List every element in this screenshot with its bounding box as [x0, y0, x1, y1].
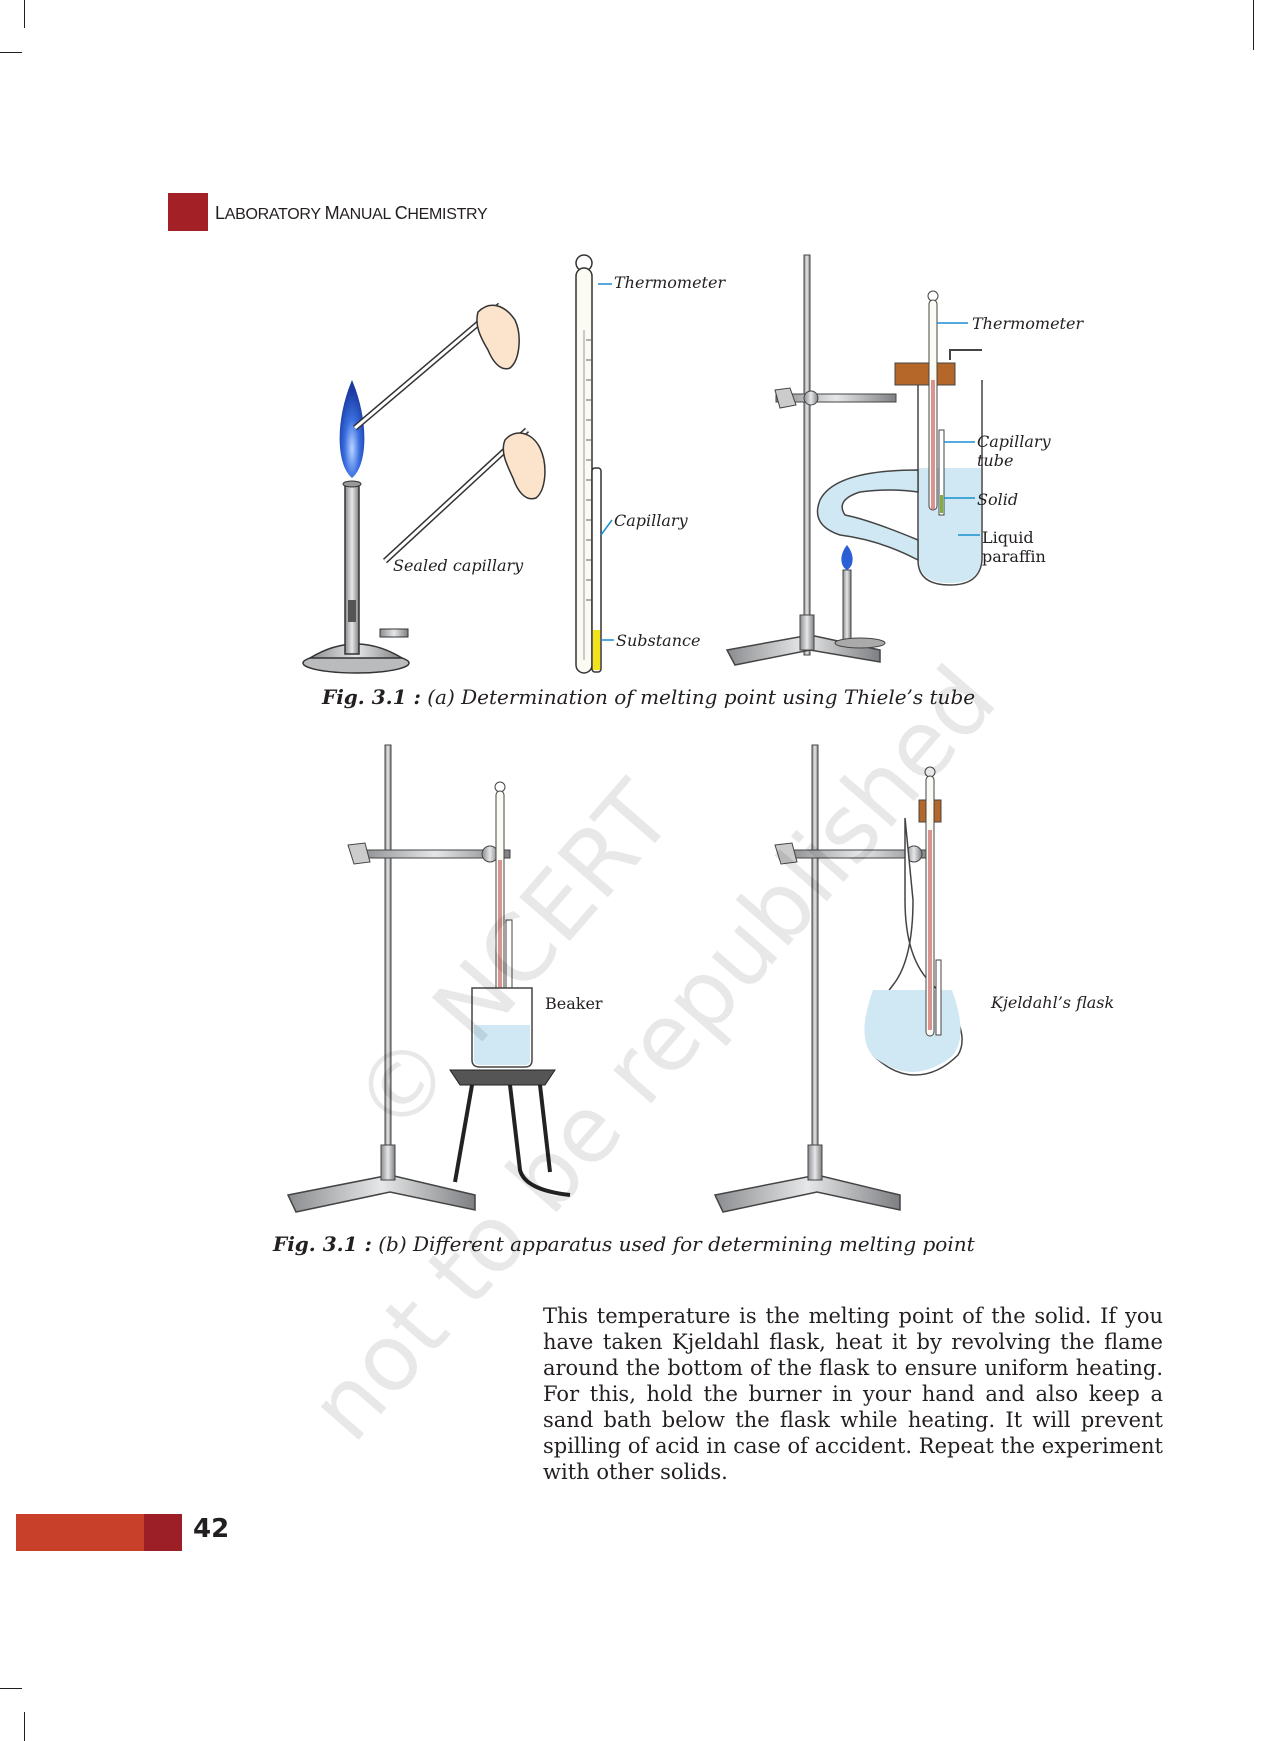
label-kjeldahl-flask: Kjeldahl’s flask [991, 993, 1115, 1012]
label-liquid-paraffin: Liquid paraffin [982, 528, 1046, 566]
figure-a-caption-text: (a) Determination of melting point using… [427, 685, 976, 709]
label-sealed-capillary: Sealed capillary [393, 556, 524, 575]
capillary-in-flame-icon [353, 302, 520, 431]
figure-b-caption-text: (b) Different apparatus used for determi… [378, 1232, 975, 1256]
footer-color-bar [16, 1514, 144, 1551]
label-liquid-paraffin-line2: paraffin [982, 547, 1046, 566]
crop-mark [0, 52, 22, 53]
bunsen-burner-icon [302, 380, 410, 674]
crop-mark [24, 0, 25, 28]
label-solid: Solid [977, 490, 1019, 509]
body-paragraph-text: This temperature is the melting point of… [543, 1304, 1163, 1484]
label-beaker: Beaker [545, 994, 603, 1013]
page-number: 42 [193, 1514, 230, 1544]
footer-color-bar-dark [144, 1514, 182, 1551]
thiele-tube-stand-icon [725, 254, 983, 666]
thermometer-with-capillary-icon [575, 254, 614, 674]
label-liquid-paraffin-line1: Liquid [982, 528, 1034, 547]
running-header: LABORATORY MANUAL CHEMISTRY [215, 203, 488, 223]
figure-b-caption: Fig. 3.1 : (b) Different apparatus used … [273, 1232, 975, 1256]
figure-a-caption-number: Fig. 3.1 : [322, 685, 421, 709]
sealed-capillary-icon [382, 427, 546, 564]
label-capillary: Capillary [614, 511, 688, 530]
figure-a-caption: Fig. 3.1 : (a) Determination of melting … [322, 685, 975, 709]
label-substance: Substance [616, 631, 701, 650]
label-capillary-tube: Capillary tube [977, 432, 1051, 470]
crop-mark [24, 1712, 25, 1741]
label-capillary-tube-line2: tube [977, 451, 1014, 470]
crop-mark [1253, 0, 1254, 50]
label-thermometer-right: Thermometer [972, 314, 1084, 333]
kjeldahl-flask-icon [713, 744, 963, 1213]
body-paragraph: This temperature is the melting point of… [543, 1303, 1163, 1485]
figure-b-caption-number: Fig. 3.1 : [273, 1232, 372, 1256]
header-color-block [168, 193, 208, 231]
beaker-setup-icon [286, 744, 571, 1213]
crop-mark [0, 1688, 22, 1689]
label-capillary-tube-line1: Capillary [977, 432, 1051, 451]
label-thermometer-left: Thermometer [614, 273, 726, 292]
